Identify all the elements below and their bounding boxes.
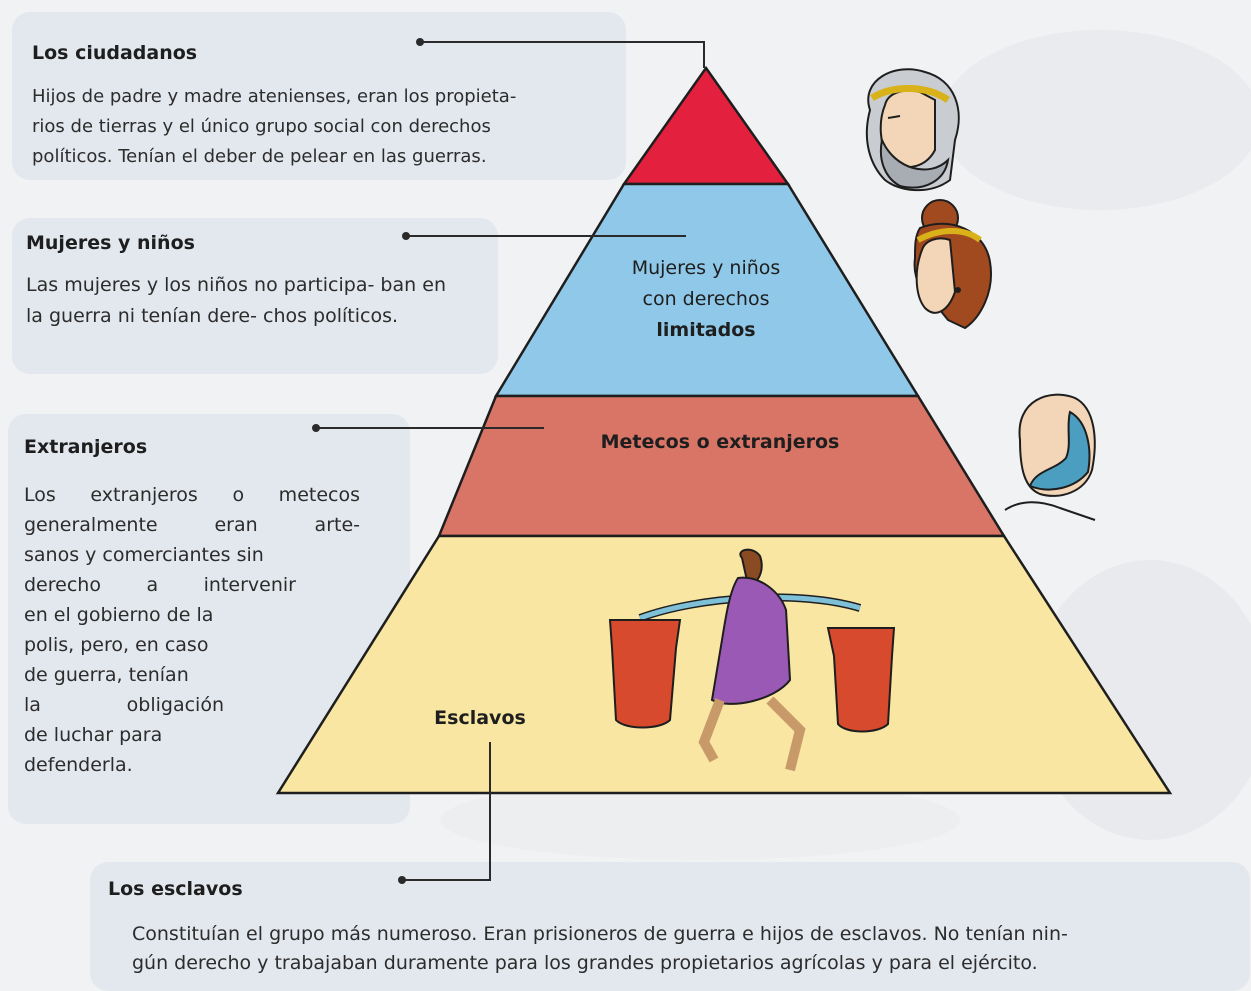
card-ciudadanos-title: Los ciudadanos bbox=[32, 42, 198, 64]
card-extranjeros-line: derecho a intervenir bbox=[24, 574, 296, 596]
card-esclavos-line1: Constituían el grupo más numeroso. Eran … bbox=[132, 923, 1068, 945]
card-ciudadanos-line1: Hijos de padre y madre atenienses, eran … bbox=[32, 86, 517, 107]
connector-mujeres bbox=[402, 232, 686, 240]
card-esclavos: Los esclavos Constituían el grupo más nu… bbox=[90, 862, 1250, 991]
connector-ciudadanos bbox=[416, 38, 705, 68]
mujeres-label-line3: limitados bbox=[656, 319, 755, 341]
card-esclavos-title: Los esclavos bbox=[108, 878, 243, 900]
card-extranjeros-title: Extranjeros bbox=[24, 436, 148, 458]
card-extranjeros-line: sanos y comerciantes sin bbox=[24, 544, 264, 566]
card-esclavos-text: Constituían el grupo más numeroso. Eran … bbox=[132, 920, 1232, 978]
connector-extranjeros bbox=[312, 424, 544, 432]
mujeres-label-line1: Mujeres y niños bbox=[632, 257, 781, 279]
card-extranjeros: Extranjeros Los extranjeros o metecos ge… bbox=[8, 414, 410, 824]
card-extranjeros-line: generalmente eran arte- bbox=[24, 514, 360, 536]
card-ciudadanos: Los ciudadanos Hijos de padre y madre at… bbox=[12, 12, 626, 180]
card-ciudadanos-line2: rios de tierras y el único grupo social … bbox=[32, 116, 491, 137]
card-ciudadanos-text: Hijos de padre y madre atenienses, eran … bbox=[32, 82, 612, 172]
pyramid-level-ciudadanos bbox=[621, 65, 791, 186]
pyramid-level-metecos bbox=[437, 394, 1007, 538]
slave-figure-illustration bbox=[608, 548, 896, 772]
citizen-head-illustration bbox=[865, 68, 960, 192]
card-mujeres: Mujeres y niños Las mujeres y los niños … bbox=[12, 218, 498, 374]
meteco-head-illustration bbox=[1004, 393, 1096, 521]
esclavos-label: Esclavos bbox=[434, 707, 526, 729]
card-extranjeros-line: la obligación bbox=[24, 694, 224, 716]
card-mujeres-title: Mujeres y niños bbox=[26, 232, 195, 254]
card-ciudadanos-line3: políticos. Tenían el deber de pelear en … bbox=[32, 146, 487, 167]
mujeres-label-line2: con derechos bbox=[643, 288, 770, 310]
card-extranjeros-line: de luchar para bbox=[24, 724, 163, 746]
card-extranjeros-line: polis, pero, en caso bbox=[24, 634, 209, 656]
card-mujeres-text: Las mujeres y los niños no participa- ba… bbox=[26, 274, 446, 327]
card-esclavos-line2: gún derecho y trabajaban duramente para … bbox=[132, 952, 1038, 974]
metecos-label: Metecos o extranjeros bbox=[601, 431, 840, 453]
card-extranjeros-line: en el gobierno de la bbox=[24, 604, 214, 626]
card-extranjeros-line: de guerra, tenían bbox=[24, 664, 189, 686]
card-extranjeros-text: Los extranjeros o metecos generalmente e… bbox=[24, 480, 360, 780]
card-extranjeros-line: Los extranjeros o metecos bbox=[24, 484, 360, 506]
woman-head-illustration bbox=[913, 199, 992, 330]
connector-esclavos bbox=[398, 742, 491, 884]
card-extranjeros-line: defenderla. bbox=[24, 754, 133, 776]
